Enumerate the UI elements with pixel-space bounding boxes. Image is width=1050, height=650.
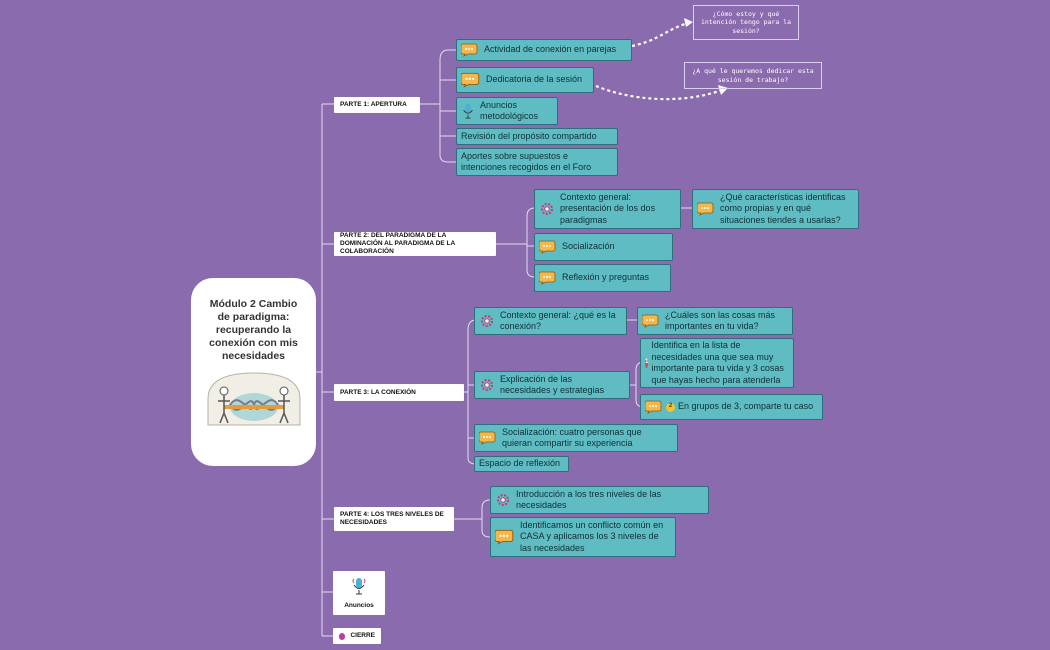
p4-intro-label: Introducción a los tres niveles de las n…	[516, 488, 662, 511]
note-intencion: ¿Cómo estoy y qué intención tengo para l…	[693, 5, 799, 40]
actividad-conexion-node[interactable]: Actividad de conexión en parejas	[456, 39, 632, 61]
microphone-icon	[461, 103, 475, 119]
speech-bubble-icon	[539, 271, 557, 285]
revision-proposito-node[interactable]: Revisión del propósito compartido	[456, 128, 618, 145]
p3-cuales-node[interactable]: ¿Cuáles son las cosas más importantes en…	[637, 307, 793, 335]
note-intencion-label: ¿Cómo estoy y qué intención tengo para l…	[700, 9, 791, 35]
speech-bubble-icon	[495, 529, 515, 545]
aportes-foro-label: Aportes sobre supuestos e intenciones re…	[461, 150, 592, 173]
p4-identificamos-label: Identificamos un conflicto común en CASA…	[520, 519, 664, 553]
p3-espacio-label: Espacio de reflexión	[479, 458, 561, 469]
aportes-foro-node[interactable]: Aportes sobre supuestos e intenciones re…	[456, 148, 618, 176]
actividad-conexion-label: Actividad de conexión en parejas	[484, 44, 617, 55]
revision-proposito-label: Revisión del propósito compartido	[461, 130, 597, 141]
root-title: Módulo 2 Cambio de paradigma: recuperand…	[209, 298, 298, 362]
p3-grupos-node[interactable]: 2 En grupos de 3, comparte tu caso	[640, 394, 823, 420]
speech-bubble-icon	[645, 400, 663, 414]
p3-identifica-label: Identifica en la lista de necesidades un…	[651, 340, 784, 385]
infinity-illustration	[203, 367, 304, 427]
root-node[interactable]: Módulo 2 Cambio de paradigma: recuperand…	[191, 278, 316, 466]
speech-bubble-icon	[461, 72, 481, 88]
p4-intro-node[interactable]: Introducción a los tres niveles de las n…	[490, 486, 709, 514]
p3-socializacion-label: Socialización: cuatro personas que quier…	[502, 426, 642, 449]
p3-cuales-label: ¿Cuáles son las cosas más importantes en…	[665, 309, 776, 332]
cierre-label: CIERRE	[350, 632, 375, 639]
p2-reflexion-label: Reflexión y preguntas	[562, 272, 650, 283]
note-dedicar: ¿A qué le queremos dedicar esta sesión d…	[684, 62, 822, 89]
p2-socializacion-node[interactable]: Socialización	[534, 233, 673, 261]
p3-explicacion-node[interactable]: Explicación de las necesidades y estrate…	[474, 371, 630, 399]
p2-contexto-label: Contexto general: presentación de los do…	[560, 191, 656, 225]
dedicatoria-node[interactable]: Dedicatoria de la sesión	[456, 67, 594, 93]
anuncios-metodologicos-label: Anuncios metodológicos	[480, 99, 539, 122]
speech-bubble-icon	[642, 314, 660, 328]
speech-bubble-icon	[461, 43, 479, 57]
anuncios-metodologicos-node[interactable]: Anuncios metodológicos	[456, 97, 558, 125]
p3-socializacion-node[interactable]: Socialización: cuatro personas que quier…	[474, 424, 678, 452]
gear-icon	[495, 492, 511, 508]
gear-icon	[479, 377, 495, 393]
p4-identificamos-node[interactable]: Identificamos un conflicto común en CASA…	[490, 517, 676, 557]
part-1-label: PARTE 1: APERTURA	[340, 101, 407, 108]
p2-socializacion-label: Socialización	[562, 241, 615, 252]
number-badge-1: 1	[645, 358, 649, 368]
part-3-conexion[interactable]: PARTE 3: LA CONEXIÓN	[334, 384, 464, 401]
p2-caracteristicas-node[interactable]: ¿Qué características identificas como pr…	[692, 189, 859, 229]
gear-icon	[539, 201, 555, 217]
part-2-label: PARTE 2: DEL PARADIGMA DE LA DOMINACIÓN …	[340, 232, 455, 255]
flower-icon	[339, 632, 346, 640]
p3-contexto-node[interactable]: Contexto general: ¿qué es la conexión?	[474, 307, 627, 335]
anuncios-node[interactable]: Anuncios	[333, 571, 385, 615]
p3-contexto-label: Contexto general: ¿qué es la conexión?	[500, 309, 616, 332]
dedicatoria-label: Dedicatoria de la sesión	[486, 74, 583, 85]
part-3-label: PARTE 3: LA CONEXIÓN	[340, 388, 416, 396]
p3-espacio-node[interactable]: Espacio de reflexión	[474, 456, 569, 472]
number-badge-2: 2	[666, 402, 675, 412]
microphone-icon	[351, 577, 367, 598]
p2-caracteristicas-label: ¿Qué características identificas como pr…	[720, 191, 846, 225]
p2-reflexion-node[interactable]: Reflexión y preguntas	[534, 264, 671, 292]
gear-icon	[479, 313, 495, 329]
part-4-label: PARTE 4: LOS TRES NIVELES DE NECESIDADES	[340, 511, 444, 526]
part-4-niveles[interactable]: PARTE 4: LOS TRES NIVELES DE NECESIDADES	[334, 507, 454, 531]
part-1-apertura[interactable]: PARTE 1: APERTURA	[334, 97, 420, 113]
p3-explicacion-label: Explicación de las necesidades y estrate…	[500, 373, 605, 396]
speech-bubble-icon	[539, 240, 557, 254]
note-dedicar-label: ¿A qué le queremos dedicar esta sesión d…	[692, 67, 814, 84]
p2-contexto-node[interactable]: Contexto general: presentación de los do…	[534, 189, 681, 229]
part-2-paradigma[interactable]: PARTE 2: DEL PARADIGMA DE LA DOMINACIÓN …	[334, 232, 496, 256]
speech-bubble-icon	[479, 431, 497, 445]
cierre-node[interactable]: CIERRE	[333, 628, 381, 644]
anuncios-label: Anuncios	[344, 601, 374, 609]
p3-grupos-label: En grupos de 3, comparte tu caso	[678, 401, 814, 412]
speech-bubble-icon	[697, 202, 715, 216]
p3-identifica-node[interactable]: 1 Identifica en la lista de necesidades …	[640, 338, 794, 388]
